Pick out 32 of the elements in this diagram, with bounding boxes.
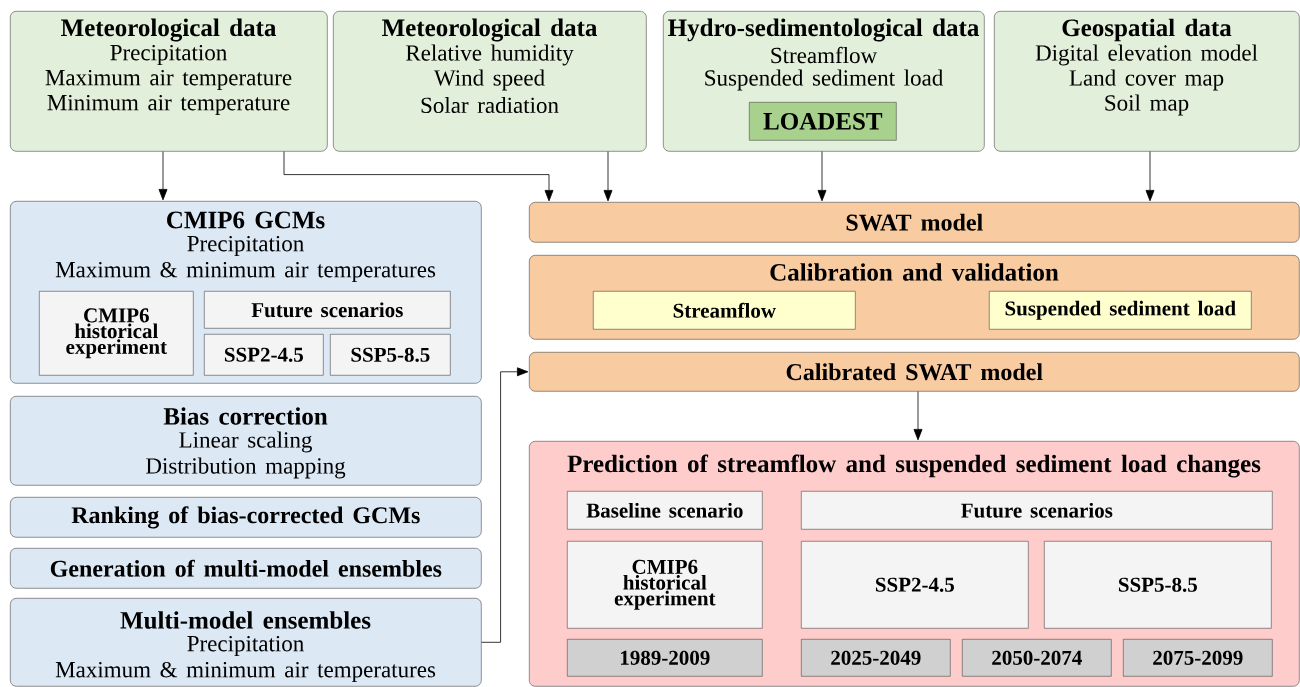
rectangle-box: Baseline scenario (567, 491, 763, 530)
rounded-box: Meteorological data Precipitation Maximum air temperature Minimum air temperature (10, 11, 328, 152)
rounded-box: Meteorological data Relative humidity Wind speed Solar radiation (333, 11, 647, 152)
rectangle-box: 2025-2049 (801, 639, 951, 677)
rounded-box: Multi-model ensembles Precipitation Maximum & minimum air temperatures (10, 598, 482, 687)
rounded-box: Calibrated SWAT model (529, 352, 1300, 392)
rectangle-box: LOADEST (749, 102, 897, 141)
arrow (158, 151, 168, 201)
arrow (283, 151, 554, 202)
rectangle-box: Streamflow (593, 291, 856, 330)
arrow (603, 151, 613, 202)
arrow (481, 367, 529, 643)
rounded-box: Geospatial data Digital elevation model Land cover map Soil map (994, 11, 1300, 152)
rounded-box: Ranking of bias-corrected GCMs (10, 497, 482, 538)
arrow (913, 391, 923, 441)
rectangle-box: 2075-2099 (1123, 639, 1273, 677)
rectangle-box: Future scenarios (801, 491, 1273, 530)
rectangle-box: 1989-2009 (567, 639, 763, 677)
rectangle-box: SSP2-4.5 (801, 541, 1029, 629)
arrow (817, 151, 827, 202)
arrow (1145, 151, 1155, 202)
rectangle-box: SSP2-4.5 (204, 334, 324, 376)
rectangle-box: Future scenarios (204, 291, 451, 329)
rectangle-box: 2050-2074 (962, 639, 1112, 677)
rounded-box: SWAT model (529, 202, 1300, 243)
rectangle-box: CMIP6 historical experiment (39, 291, 194, 376)
rectangle-box: CMIP6 historical experiment (567, 541, 763, 629)
rounded-box: Generation of multi-model ensembles (10, 548, 482, 589)
rounded-box: Bias correction Linear scaling Distribution mapping (10, 396, 482, 486)
rectangle-box: SSP5-8.5 (330, 334, 451, 376)
rectangle-box: SSP5-8.5 (1044, 541, 1272, 629)
rectangle-box: Suspended sediment load (989, 291, 1252, 330)
